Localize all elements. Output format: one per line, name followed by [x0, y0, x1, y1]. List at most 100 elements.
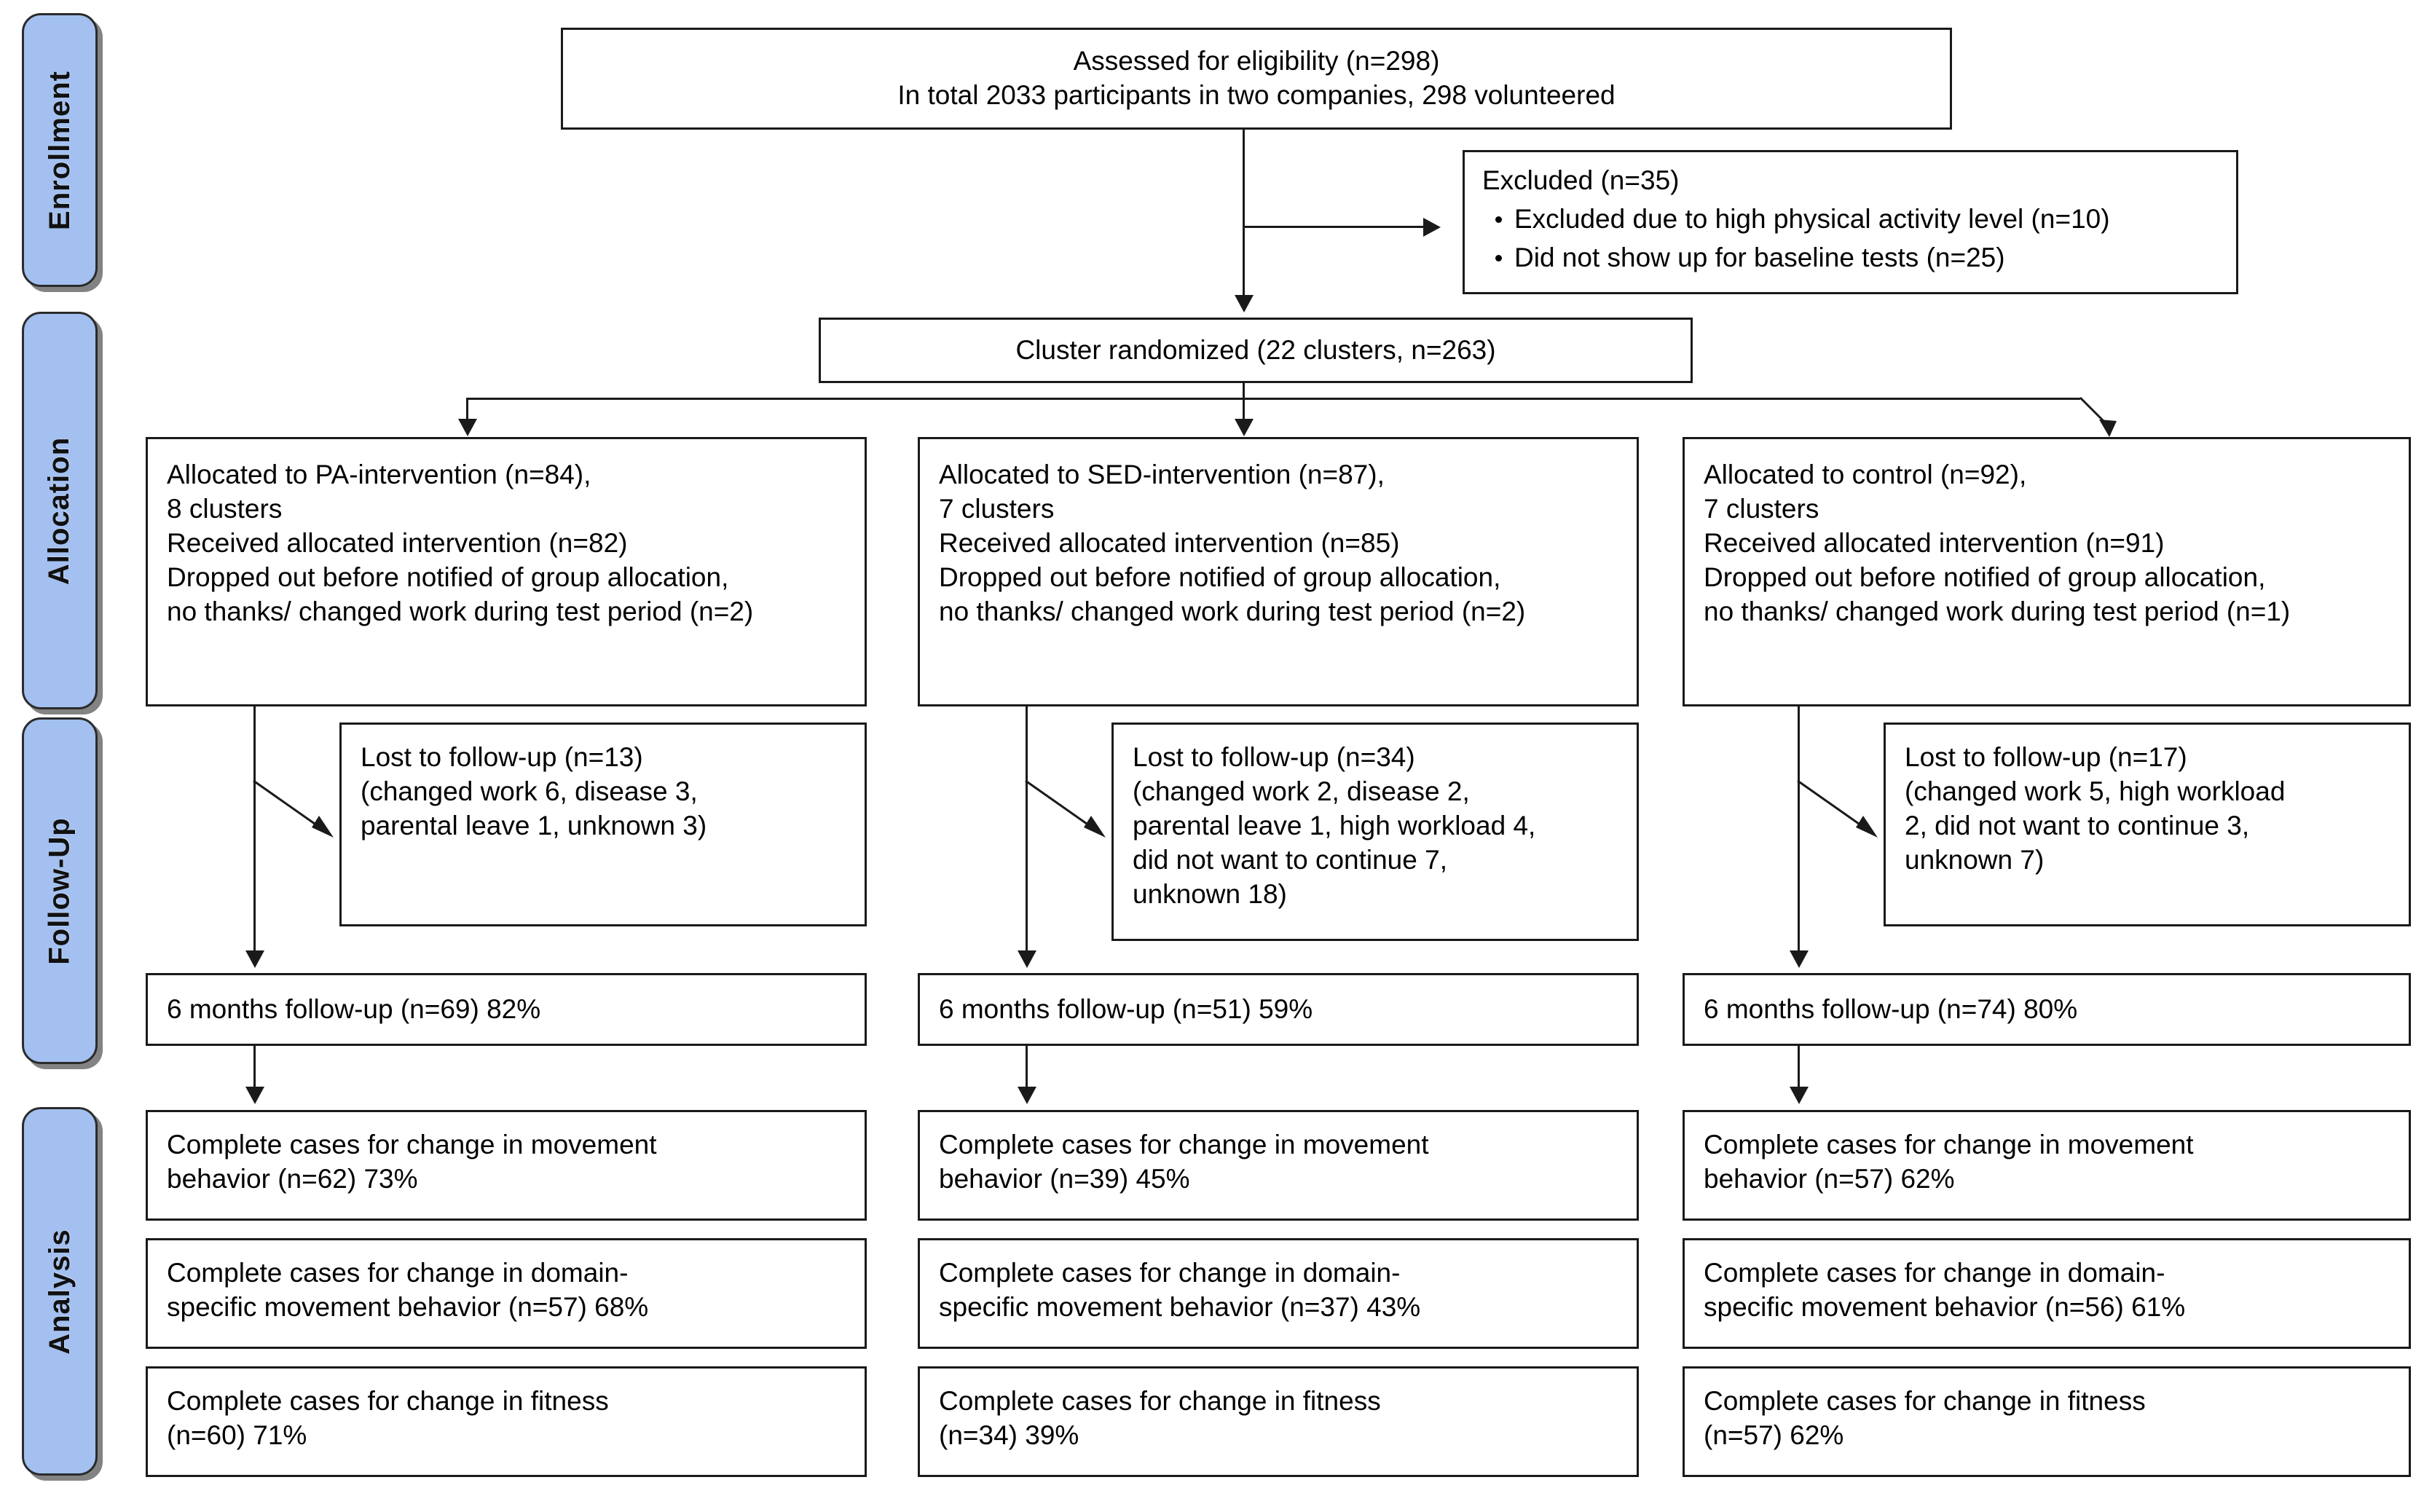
- lost-sed-line-3: parental leave 1, high workload 4,: [1133, 810, 1536, 840]
- analysis-pa-domain-line-1: Complete cases for change in domain-: [167, 1258, 629, 1288]
- allocation-control-line-5: no thanks/ changed work during test peri…: [1704, 596, 2291, 626]
- analysis-box-control-movement: Complete cases for change in movement be…: [1683, 1110, 2411, 1221]
- connector-control-to-lost-followup: [1797, 779, 1878, 838]
- arrow-followup-control-to-analysis: [1790, 1087, 1809, 1104]
- excluded-box: Excluded (n=35) Excluded due to high phy…: [1463, 150, 2238, 294]
- lost-pa-line-3: parental leave 1, unknown 3): [361, 810, 707, 840]
- followup-sed-line: 6 months follow-up (n=51) 59%: [939, 993, 1313, 1024]
- connector-allocation-sed-to-followup: [1026, 706, 1028, 963]
- lost-to-followup-box-control: Lost to follow-up (n=17) (changed work 5…: [1884, 722, 2411, 926]
- allocation-control-line-2: 7 clusters: [1704, 493, 1819, 524]
- analysis-sed-domain-line-2: specific movement behavior (n=37) 43%: [939, 1291, 1421, 1322]
- allocation-pa-line-1: Allocated to PA-intervention (n=84),: [167, 460, 591, 489]
- stage-band-analysis: Analysis: [22, 1107, 98, 1476]
- connector-assessed-to-randomized: [1243, 130, 1245, 301]
- connector-allocation-control-to-followup: [1798, 706, 1800, 963]
- allocation-box-control: Allocated to control (n=92), 7 clusters …: [1683, 437, 2411, 706]
- connector-randomized-to-arm-control: [2079, 396, 2117, 437]
- analysis-box-sed-movement: Complete cases for change in movement be…: [918, 1110, 1639, 1221]
- analysis-pa-movement-line-2: behavior (n=62) 73%: [167, 1163, 418, 1194]
- lost-control-line-2: (changed work 5, high workload: [1905, 776, 2286, 806]
- allocation-sed-line-4: Dropped out before notified of group all…: [939, 562, 1501, 592]
- analysis-sed-domain-line-1: Complete cases for change in domain-: [939, 1258, 1401, 1288]
- connector-followup-pa-to-analysis: [253, 1046, 256, 1090]
- allocation-control-line-3: Received allocated intervention (n=91): [1704, 527, 2165, 558]
- analysis-pa-domain-line-2: specific movement behavior (n=57) 68%: [167, 1291, 649, 1322]
- allocation-control-line-4: Dropped out before notified of group all…: [1704, 562, 2266, 592]
- arrow-randomized-to-arm-pa: [458, 419, 477, 436]
- allocation-pa-line-2: 8 clusters: [167, 493, 283, 524]
- arrow-allocation-sed-to-followup: [1018, 950, 1036, 968]
- followup-box-control: 6 months follow-up (n=74) 80%: [1683, 973, 2411, 1046]
- connector-followup-sed-to-analysis: [1026, 1046, 1028, 1090]
- allocation-box-pa: Allocated to PA-intervention (n=84), 8 c…: [146, 437, 867, 706]
- arrow-randomized-to-arm-sed: [1235, 419, 1254, 436]
- connector-randomized-to-arm-pa: [466, 398, 468, 425]
- arrow-followup-pa-to-analysis: [245, 1087, 264, 1104]
- excluded-reason-list: Excluded due to high physical activity l…: [1482, 202, 2219, 275]
- allocation-sed-line-5: no thanks/ changed work during test peri…: [939, 596, 1526, 626]
- excluded-reason-item: Excluded due to high physical activity l…: [1495, 202, 2219, 237]
- analysis-control-domain-line-1: Complete cases for change in domain-: [1704, 1258, 2165, 1288]
- analysis-sed-movement-line-1: Complete cases for change in movement: [939, 1130, 1429, 1159]
- allocation-box-sed: Allocated to SED-intervention (n=87), 7 …: [918, 437, 1639, 706]
- arrow-assessed-to-randomized: [1235, 295, 1254, 312]
- followup-box-pa: 6 months follow-up (n=69) 82%: [146, 973, 867, 1046]
- analysis-box-control-domain: Complete cases for change in domain- spe…: [1683, 1238, 2411, 1349]
- allocation-pa-line-3: Received allocated intervention (n=82): [167, 527, 628, 558]
- cluster-randomized-box: Cluster randomized (22 clusters, n=263): [819, 318, 1693, 383]
- arrow-followup-sed-to-analysis: [1018, 1087, 1036, 1104]
- analysis-box-sed-domain: Complete cases for change in domain- spe…: [918, 1238, 1639, 1349]
- analysis-control-movement-line-1: Complete cases for change in movement: [1704, 1130, 2194, 1159]
- lost-pa-line-2: (changed work 6, disease 3,: [361, 776, 698, 806]
- connector-sed-to-lost-followup: [1025, 779, 1106, 838]
- assessed-for-eligibility-box: Assessed for eligibility (n=298) In tota…: [561, 28, 1952, 130]
- analysis-control-domain-line-2: specific movement behavior (n=56) 61%: [1704, 1291, 2186, 1322]
- followup-box-sed: 6 months follow-up (n=51) 59%: [918, 973, 1639, 1046]
- followup-pa-line: 6 months follow-up (n=69) 82%: [167, 993, 541, 1024]
- lost-sed-line-2: (changed work 2, disease 2,: [1133, 776, 1470, 806]
- arrow-allocation-control-to-followup: [1790, 950, 1809, 968]
- stage-band-enrollment: Enrollment: [22, 13, 98, 287]
- lost-to-followup-box-sed: Lost to follow-up (n=34) (changed work 2…: [1111, 722, 1639, 941]
- allocation-sed-line-1: Allocated to SED-intervention (n=87),: [939, 460, 1385, 489]
- connector-pa-to-lost-followup: [253, 779, 334, 838]
- analysis-pa-movement-line-1: Complete cases for change in movement: [167, 1130, 657, 1159]
- allocation-sed-line-3: Received allocated intervention (n=85): [939, 527, 1400, 558]
- assessed-line-1: Assessed for eligibility (n=298): [1073, 46, 1440, 76]
- lost-sed-line-5: unknown 18): [1133, 878, 1287, 909]
- excluded-heading: Excluded (n=35): [1482, 165, 1680, 195]
- stage-band-analysis-label: Analysis: [43, 1228, 76, 1355]
- lost-control-line-1: Lost to follow-up (n=17): [1905, 742, 2187, 772]
- lost-control-line-3: 2, did not want to continue 3,: [1905, 810, 2250, 840]
- analysis-box-control-fitness: Complete cases for change in fitness (n=…: [1683, 1366, 2411, 1477]
- analysis-box-sed-fitness: Complete cases for change in fitness (n=…: [918, 1366, 1639, 1477]
- assessed-line-2: In total 2033 participants in two compan…: [897, 80, 1616, 110]
- connector-randomized-stem: [1243, 383, 1245, 399]
- stage-band-allocation: Allocation: [22, 312, 98, 709]
- analysis-pa-fitness-line-1: Complete cases for change in fitness: [167, 1386, 609, 1416]
- allocation-pa-line-5: no thanks/ changed work during test peri…: [167, 596, 754, 626]
- lost-sed-line-4: did not want to continue 7,: [1133, 844, 1447, 875]
- cluster-randomized-line: Cluster randomized (22 clusters, n=263): [1015, 334, 1496, 365]
- allocation-pa-line-4: Dropped out before notified of group all…: [167, 562, 729, 592]
- connector-followup-control-to-analysis: [1798, 1046, 1800, 1090]
- analysis-pa-fitness-line-2: (n=60) 71%: [167, 1420, 307, 1450]
- lost-sed-line-1: Lost to follow-up (n=34): [1133, 742, 1415, 772]
- analysis-control-fitness-line-2: (n=57) 62%: [1704, 1420, 1844, 1450]
- analysis-control-movement-line-2: behavior (n=57) 62%: [1704, 1163, 1955, 1194]
- analysis-sed-movement-line-2: behavior (n=39) 45%: [939, 1163, 1190, 1194]
- allocation-sed-line-2: 7 clusters: [939, 493, 1055, 524]
- allocation-control-line-1: Allocated to control (n=92),: [1704, 460, 2027, 489]
- followup-control-line: 6 months follow-up (n=74) 80%: [1704, 993, 2078, 1024]
- lost-control-line-4: unknown 7): [1905, 844, 2045, 875]
- stage-band-enrollment-label: Enrollment: [43, 70, 76, 230]
- analysis-box-pa-domain: Complete cases for change in domain- spe…: [146, 1238, 867, 1349]
- connector-assessed-to-excluded: [1243, 226, 1425, 228]
- stage-band-followup-label: Follow-Up: [43, 816, 76, 965]
- analysis-sed-fitness-line-2: (n=34) 39%: [939, 1420, 1079, 1450]
- lost-pa-line-1: Lost to follow-up (n=13): [361, 742, 643, 772]
- analysis-box-pa-movement: Complete cases for change in movement be…: [146, 1110, 867, 1221]
- excluded-reason-item: Did not show up for baseline tests (n=25…: [1495, 241, 2219, 275]
